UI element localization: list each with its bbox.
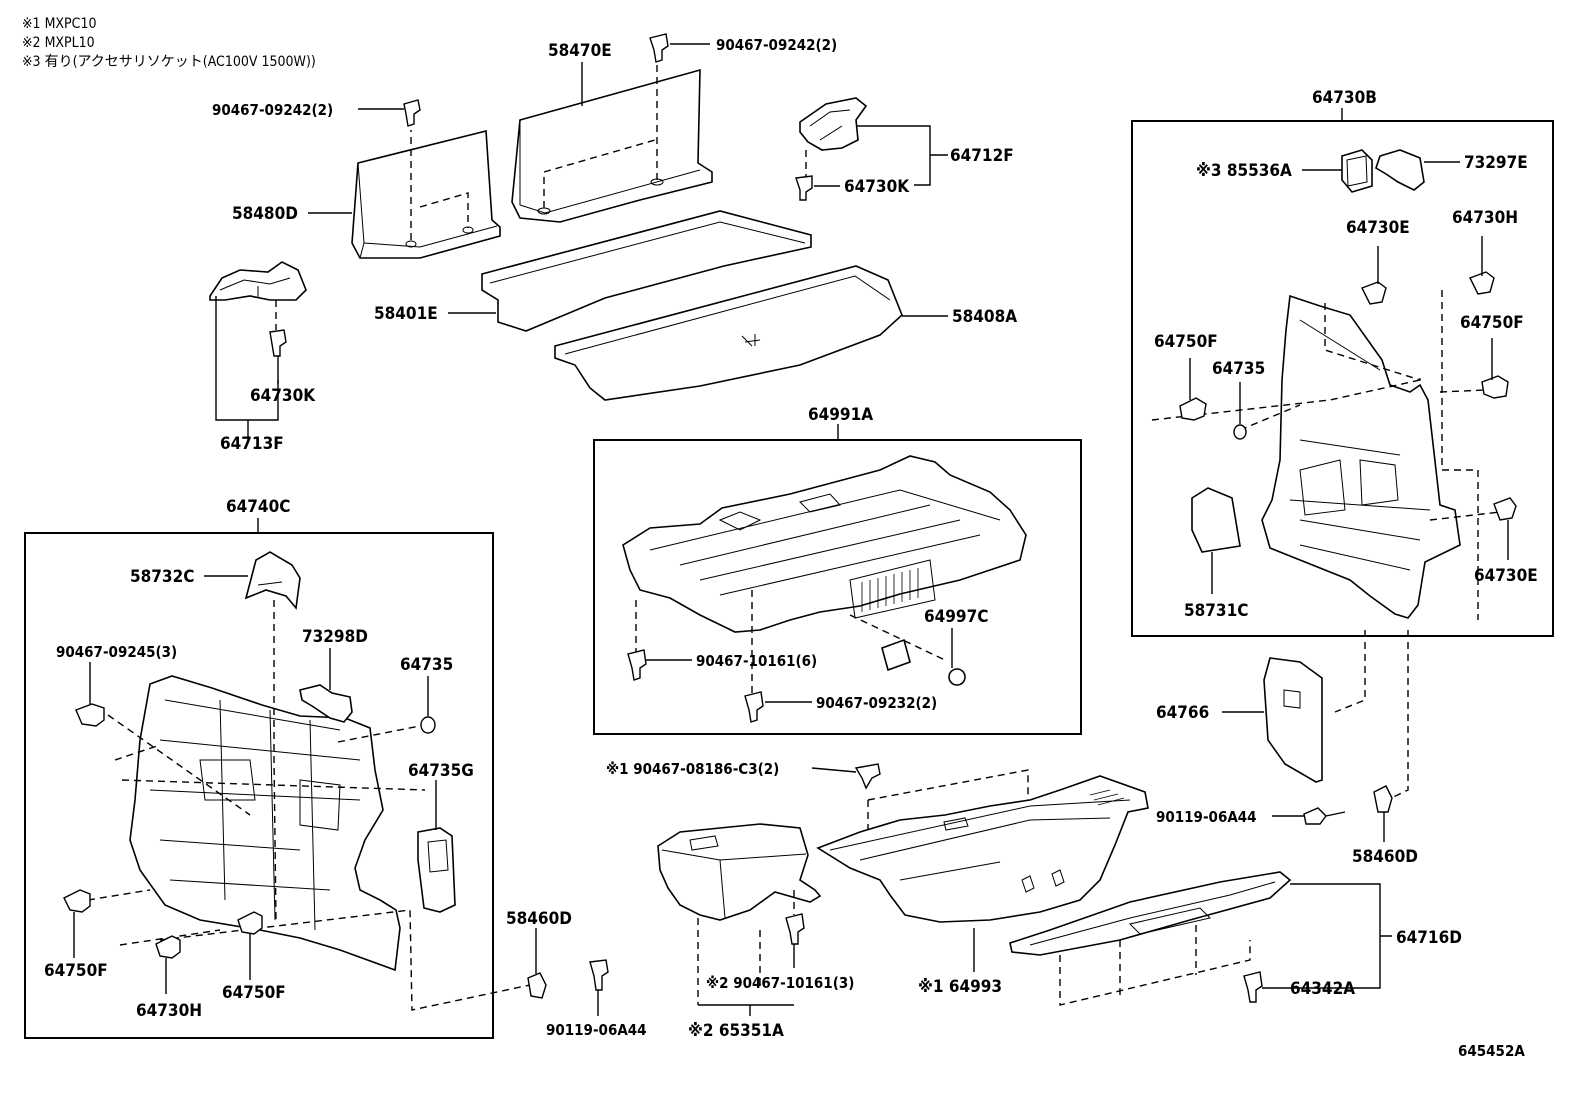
label-90467-10161-3: ※2 90467-10161(3)	[706, 974, 854, 992]
label-90467-09232: 90467-09232(2)	[816, 694, 937, 712]
label-58408A: 58408A	[952, 307, 1017, 327]
clip-90467-10161-3	[785, 913, 805, 945]
part-64713F-bracket	[209, 261, 307, 330]
clip-90467-09232	[744, 691, 764, 723]
clip-64750F-l2	[237, 911, 263, 935]
clip-90467-09242-left	[403, 99, 421, 127]
clip-90467-10161-6	[627, 649, 647, 681]
clip-64750F-r2	[1481, 375, 1509, 399]
label-64750F-r1: 64750F	[1154, 332, 1218, 352]
label-64712F: 64712F	[950, 146, 1014, 166]
diagram-id: 645452A	[1458, 1042, 1525, 1060]
label-90467-10161-6: 90467-10161(6)	[696, 652, 817, 670]
part-58732C	[244, 551, 301, 610]
label-64342A: 64342A	[1290, 979, 1355, 999]
label-58460D-right: 58460D	[1352, 847, 1418, 867]
part-85536A	[1341, 149, 1373, 193]
part-64735-right	[1233, 424, 1247, 440]
label-64730K-left: 64730K	[250, 386, 316, 406]
label-64735G: 64735G	[408, 761, 474, 781]
label-58470E: 58470E	[548, 41, 612, 61]
clip-64750F-l1	[63, 889, 91, 913]
note-1: ※1 MXPC10	[22, 16, 96, 32]
part-58731C	[1191, 487, 1241, 553]
label-64750F-r2: 64750F	[1460, 313, 1524, 333]
part-64997C	[881, 638, 966, 686]
label-73298D: 73298D	[302, 627, 368, 647]
clip-64730K-top	[795, 175, 813, 201]
label-64735-right: 64735	[1212, 359, 1265, 379]
clip-90119-left	[589, 959, 609, 991]
part-64993-floor-tray	[816, 769, 1149, 923]
label-85536A: ※3 85536A	[1196, 161, 1292, 181]
part-58480D-panel	[351, 129, 501, 259]
part-64730B-side-trim	[1151, 290, 1501, 801]
label-64730H-left: 64730H	[136, 1001, 202, 1021]
label-64730E-right: 64730E	[1474, 566, 1538, 586]
label-90467-08186: ※1 90467-08186-C3(2)	[606, 760, 779, 778]
part-64735G	[417, 827, 456, 913]
label-58401E: 58401E	[374, 304, 438, 324]
part-64735-left	[420, 716, 436, 734]
clip-64730E-top	[1361, 281, 1387, 305]
part-64766-panel	[1263, 657, 1323, 783]
part-58460D-right	[1373, 785, 1393, 813]
label-90467-09242-left: 90467-09242(2)	[212, 101, 333, 119]
label-58731C: 58731C	[1184, 601, 1248, 621]
clip-64342A	[1243, 971, 1263, 1003]
part-65351A-box	[657, 823, 822, 1005]
label-73297E: 73297E	[1464, 153, 1528, 173]
clip-64730H-right	[1469, 271, 1495, 295]
part-64740C-side-trim	[87, 600, 531, 1011]
label-64740C: 64740C	[226, 497, 290, 517]
part-58408A-board	[554, 265, 903, 401]
label-65351A: ※2 65351A	[688, 1021, 784, 1041]
clip-90467-09245	[75, 703, 105, 727]
label-58480D: 58480D	[232, 204, 298, 224]
label-64716D: 64716D	[1396, 928, 1462, 948]
label-90119-right: 90119-06A44	[1156, 808, 1257, 826]
clip-90119-right	[1303, 807, 1346, 825]
label-90119-left: 90119-06A44	[546, 1021, 647, 1039]
part-58470E-panel	[511, 62, 713, 223]
clip-64730K-left	[269, 329, 287, 357]
part-58401E-board	[481, 210, 812, 332]
part-58460D-left	[527, 972, 547, 999]
label-58732C: 58732C	[130, 567, 194, 587]
part-64716D-sill	[1009, 871, 1292, 1006]
label-64766: 64766	[1156, 703, 1209, 723]
label-64730B: 64730B	[1312, 88, 1377, 108]
clip-64750F-r1	[1179, 397, 1207, 421]
label-90467-09242-top: 90467-09242(2)	[716, 36, 837, 54]
label-64730K-top: 64730K	[844, 177, 910, 197]
label-64730H-right: 64730H	[1452, 208, 1518, 228]
part-73298D	[299, 684, 353, 723]
label-64997C: 64997C	[924, 607, 988, 627]
clip-64730E-right	[1493, 497, 1517, 521]
part-73297E	[1375, 149, 1425, 191]
part-64712F-bracket	[799, 97, 868, 178]
clip-64730H-left	[155, 935, 181, 959]
label-64993: ※1 64993	[918, 977, 1002, 997]
frame-64740C	[24, 532, 494, 1039]
label-58460D-left: 58460D	[506, 909, 572, 929]
clip-90467-09242-top	[649, 33, 669, 63]
label-64735-left: 64735	[400, 655, 453, 675]
note-3: ※3 有り(アクセサリソケット(AC100V 1500W))	[22, 54, 316, 70]
part-90467-08186-clip	[854, 763, 881, 790]
label-64991A: 64991A	[808, 405, 873, 425]
label-64750F-l1: 64750F	[44, 961, 108, 981]
label-64750F-l2: 64750F	[222, 983, 286, 1003]
label-64730E-top: 64730E	[1346, 218, 1410, 238]
label-90467-09245: 90467-09245(3)	[56, 643, 177, 661]
part-64991A-tray	[622, 455, 1027, 700]
label-64713F: 64713F	[220, 434, 284, 454]
note-2: ※2 MXPL10	[22, 35, 95, 51]
leader-lines	[73, 43, 1509, 1016]
